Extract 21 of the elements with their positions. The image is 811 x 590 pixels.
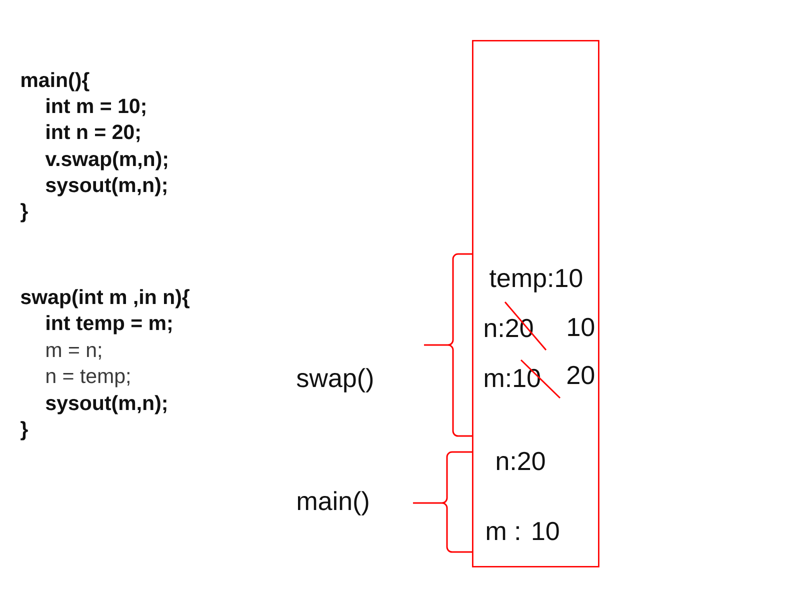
stack-value: 10 <box>568 318 594 336</box>
code-line: sysout(m,n); <box>46 177 166 196</box>
code-line: n = temp; <box>46 370 130 388</box>
code-line: main(){ <box>22 72 90 92</box>
code-line: sysout(m,n); <box>46 395 166 414</box>
frame-label: main() <box>298 491 368 516</box>
code-line: swap(int m ,in n){ <box>20 289 190 308</box>
stack-value: temp:10 <box>490 268 582 292</box>
code-line: } <box>20 421 28 440</box>
stack-value: n:20 <box>496 452 545 470</box>
stack-value: m:10 <box>484 368 540 388</box>
frame-label: swap() <box>296 368 373 392</box>
code-line: int temp = m; <box>46 315 172 334</box>
code-line: m = n; <box>46 346 101 360</box>
code-line: int m = 10; <box>46 98 146 116</box>
stack-value: 20 <box>568 366 594 384</box>
stack-value: m : 10 <box>486 522 559 540</box>
code-line: int n = 20; <box>46 124 140 142</box>
code-line: } <box>20 203 28 222</box>
stack-box <box>472 40 600 568</box>
code-line: v.swap(m,n); <box>45 151 168 170</box>
